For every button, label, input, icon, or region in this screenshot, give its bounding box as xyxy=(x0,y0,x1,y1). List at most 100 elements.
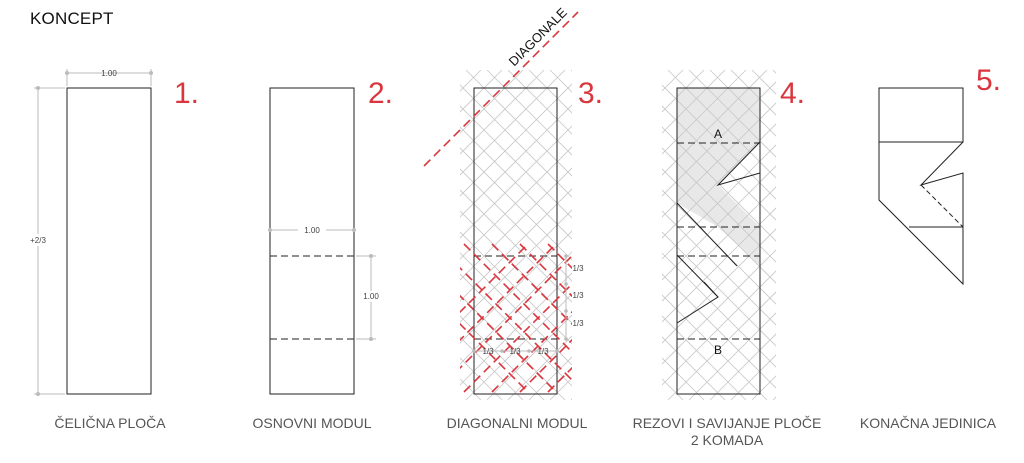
grid-line xyxy=(662,186,776,302)
grid-line xyxy=(920,70,1024,400)
grid-line xyxy=(662,70,768,176)
grid-line xyxy=(1004,70,1024,400)
grid-line xyxy=(662,144,776,260)
grid-line xyxy=(844,70,1024,400)
height-dimension-1: +2/3 xyxy=(30,236,46,245)
caption-diagonal-module: DIAGONALNI MODUL xyxy=(446,415,588,431)
grid-line xyxy=(920,70,1024,400)
grid-line xyxy=(460,357,503,400)
page-title: KONCEPT xyxy=(30,9,114,28)
grid-line xyxy=(465,293,572,400)
grid-line xyxy=(878,70,1024,400)
grid-line xyxy=(662,270,776,386)
grid-line xyxy=(662,273,776,389)
diagonal-reference-line xyxy=(423,11,579,167)
grid-line xyxy=(865,70,1024,400)
grid-line xyxy=(460,105,572,219)
grid-line xyxy=(772,70,776,74)
grid-line xyxy=(662,123,776,239)
grid-line xyxy=(844,70,1024,400)
grid-line xyxy=(460,230,572,344)
grid-line xyxy=(460,125,572,239)
final-unit-outline xyxy=(878,87,964,286)
grid-line xyxy=(688,70,776,158)
grid-line xyxy=(802,70,1024,400)
grid-line xyxy=(662,315,747,400)
step-number-4: 4. xyxy=(780,77,805,110)
grid-line xyxy=(836,70,1024,400)
panel-4-cuts-and-bending: A B 4. xyxy=(662,70,1024,400)
grid-line xyxy=(983,70,1024,400)
grid-line xyxy=(718,70,1024,400)
grid-line xyxy=(709,70,776,137)
grid-line xyxy=(613,70,943,400)
caption-basic-module: OSNOVNI MODUL xyxy=(252,415,372,431)
grid-line xyxy=(667,70,776,179)
red-diagonal xyxy=(460,322,529,393)
grid-line xyxy=(460,188,572,302)
grid-line xyxy=(662,84,776,200)
grid-line xyxy=(662,336,726,400)
grid-line xyxy=(857,70,1024,400)
caption-cuts: REZOVI I SAVIJANJE PLOČE xyxy=(632,415,822,431)
grid-line xyxy=(662,228,776,344)
grid-line xyxy=(460,209,572,323)
third-v-1: 1/3 xyxy=(572,264,584,273)
grid-line xyxy=(878,70,1024,400)
grid-line xyxy=(709,333,776,400)
panel-1-steel-plate: 1.00 +2/3 1. xyxy=(28,69,199,396)
grid-line xyxy=(718,70,1024,400)
grid-line xyxy=(886,70,1024,400)
grid-line xyxy=(739,70,1024,400)
diagonal-label: DIAGONALE xyxy=(506,4,570,68)
step-number-3: 3. xyxy=(578,77,603,110)
grid-line xyxy=(460,272,572,386)
grid-line xyxy=(613,70,943,400)
third-v-2: 1/3 xyxy=(572,291,584,300)
grid-line xyxy=(941,70,1024,400)
grid-line xyxy=(465,70,572,177)
grid-line xyxy=(739,70,1024,400)
grid-line xyxy=(460,167,572,281)
grid-line xyxy=(460,273,572,387)
diagonal-grid-3 xyxy=(460,70,1024,400)
grid-line xyxy=(772,396,776,400)
red-diagonal xyxy=(460,294,557,393)
grid-line xyxy=(486,70,572,156)
grid-line xyxy=(781,70,1024,400)
red-diagonal xyxy=(576,244,724,392)
grid-line xyxy=(662,249,776,365)
third-h-3: 1/3 xyxy=(537,347,549,356)
diagonal-grid-4 xyxy=(662,70,1024,400)
grid-line xyxy=(962,70,1024,400)
red-diagonal xyxy=(460,243,529,314)
grid-line xyxy=(662,252,776,368)
grid-line xyxy=(662,102,776,218)
caption-cuts-count: 2 KOMADA xyxy=(690,432,764,448)
grid-line xyxy=(815,70,1024,400)
grid-line xyxy=(751,70,776,95)
grid-line xyxy=(662,70,726,134)
red-diagonal xyxy=(463,243,572,354)
grid-line xyxy=(662,207,776,323)
grid-line xyxy=(460,84,572,198)
grid-line xyxy=(751,375,776,400)
panel-5-final-unit: 5. xyxy=(878,64,1001,286)
grid-line xyxy=(983,70,1024,400)
step-number-5: 5. xyxy=(976,64,1001,97)
grid-line xyxy=(886,70,1024,400)
height-dimension-2: 1.00 xyxy=(363,292,379,301)
step-number-2: 2. xyxy=(368,77,393,110)
grid-line xyxy=(460,146,572,260)
grid-line xyxy=(815,70,1024,400)
grid-line xyxy=(460,251,572,365)
grid-line xyxy=(760,70,1024,400)
red-diagonal xyxy=(460,266,572,382)
grid-line xyxy=(899,70,1024,400)
grid-line xyxy=(460,70,566,176)
red-diagonal xyxy=(576,244,724,392)
grid-line xyxy=(460,336,524,400)
grid-line xyxy=(823,70,1024,400)
width-dimension-2: 1.00 xyxy=(304,226,320,235)
